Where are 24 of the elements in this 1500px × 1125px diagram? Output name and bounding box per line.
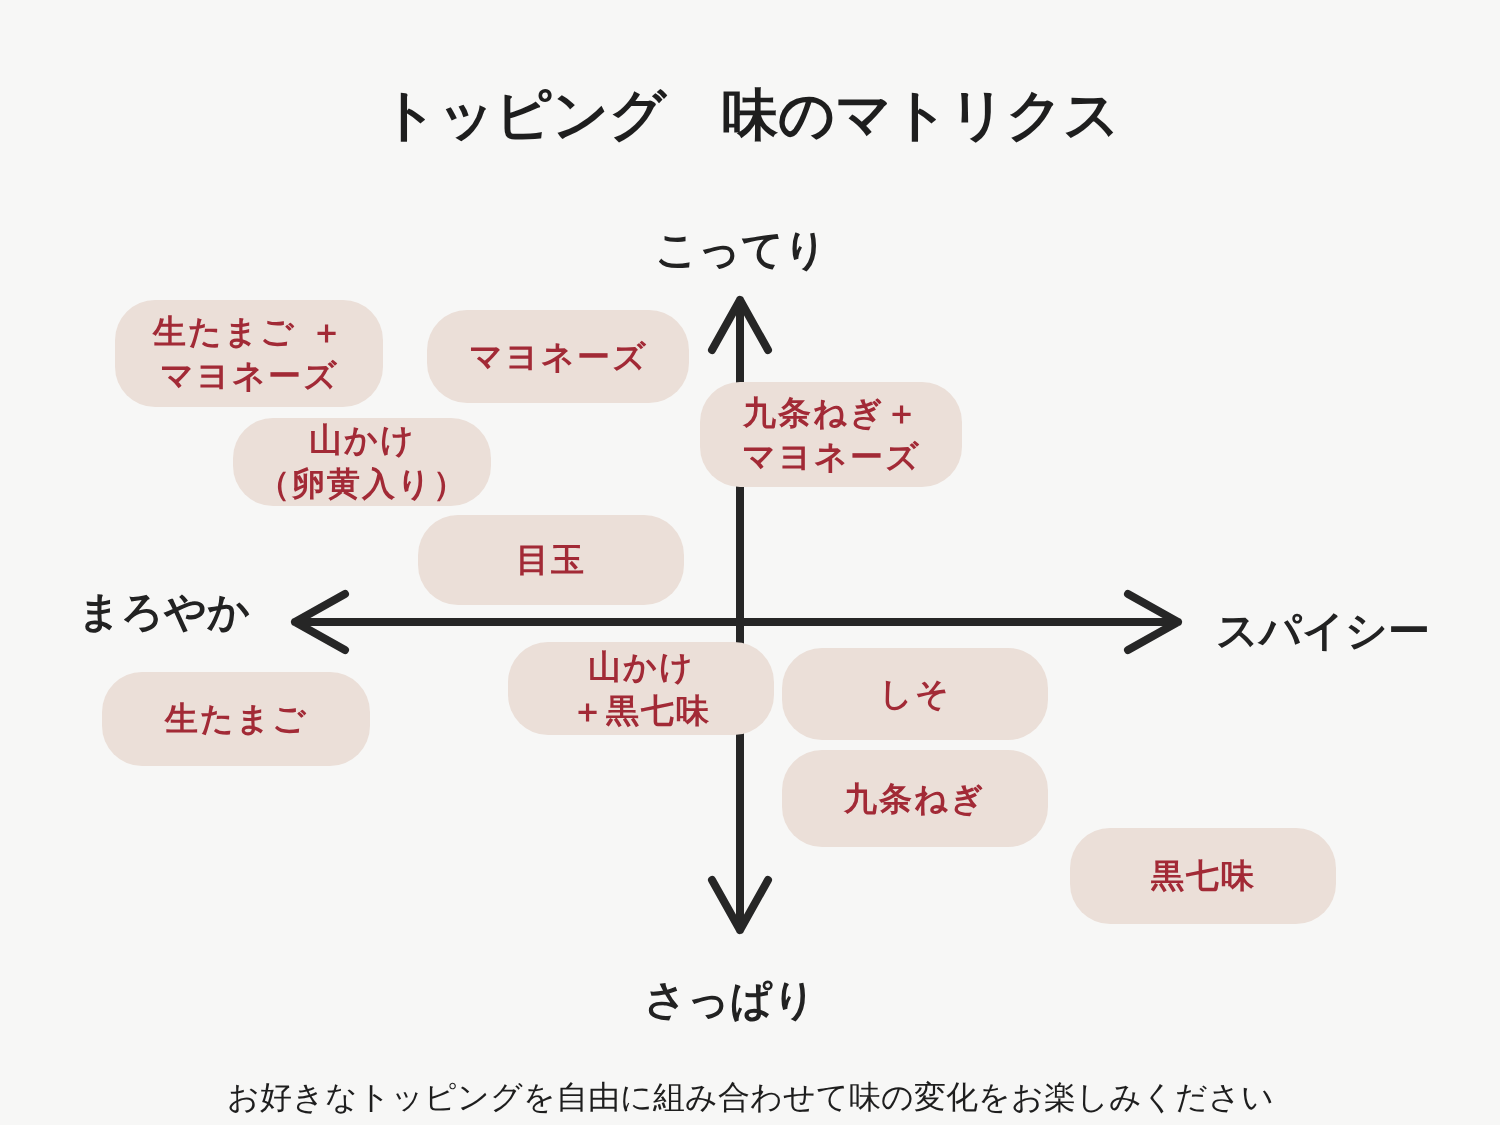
axis-label: まろやか [78,586,250,638]
topping-name: しそ [879,673,951,715]
topping-name: 九条ねぎ [844,777,986,820]
topping-card [782,750,1048,847]
axis-label: スパイシー [1216,605,1430,657]
title: トッピング 味のマトリクス [379,81,1121,149]
topping-card [508,642,774,735]
caption-text: お好きなトッピングを自由に組み合わせて味の変化をお楽しみください [225,1077,1275,1118]
topping-card [102,672,370,766]
topping-card [1070,828,1336,924]
topping-name: マヨネーズ [468,335,648,378]
axis-label: こってり [655,224,827,276]
topping-name: 山かけ（卵黄入り） [256,419,468,505]
topping-name: 生たまご [164,698,308,740]
topping-card [700,382,962,487]
topping-card [782,648,1048,740]
topping-name: 目玉 [516,539,586,581]
topping-name: 黒七味 [1150,855,1256,897]
topping-card [115,300,383,407]
topping-name: 九条ねぎ＋マヨネーズ [741,391,921,478]
topping-name: 生たまご ＋マヨネーズ [153,310,345,397]
topping-name: 山かけ＋黒七味 [571,645,711,732]
topping-card [427,310,689,403]
axis-label: さっぱり [644,974,816,1026]
